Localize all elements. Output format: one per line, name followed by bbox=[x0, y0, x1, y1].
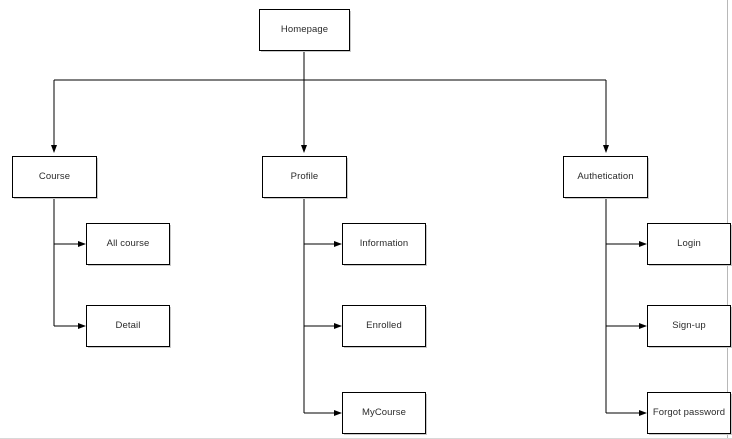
node-profile[interactable]: Profile bbox=[262, 156, 347, 198]
node-detail-label: Detail bbox=[115, 319, 141, 331]
node-sign-up-label: Sign-up bbox=[672, 319, 706, 331]
node-forgot-password-label: Forgot password bbox=[652, 406, 726, 418]
node-all-course-label: All course bbox=[106, 237, 150, 249]
node-mycourse-label: MyCourse bbox=[361, 406, 407, 418]
node-homepage[interactable]: Homepage bbox=[259, 9, 350, 51]
node-authetication[interactable]: Authetication bbox=[563, 156, 648, 198]
node-login-label: Login bbox=[677, 237, 701, 249]
node-mycourse[interactable]: MyCourse bbox=[342, 392, 426, 434]
node-profile-label: Profile bbox=[290, 170, 319, 182]
node-enrolled[interactable]: Enrolled bbox=[342, 305, 426, 347]
node-detail[interactable]: Detail bbox=[86, 305, 170, 347]
node-course[interactable]: Course bbox=[12, 156, 97, 198]
node-information[interactable]: Information bbox=[342, 223, 426, 265]
node-enrolled-label: Enrolled bbox=[366, 319, 402, 331]
node-course-label: Course bbox=[38, 170, 71, 182]
node-login[interactable]: Login bbox=[647, 223, 731, 265]
page-boundary-right bbox=[727, 0, 728, 439]
node-homepage-label: Homepage bbox=[280, 23, 329, 35]
node-forgot-password[interactable]: Forgot password bbox=[647, 392, 731, 434]
node-sign-up[interactable]: Sign-up bbox=[647, 305, 731, 347]
node-all-course[interactable]: All course bbox=[86, 223, 170, 265]
node-information-label: Information bbox=[359, 237, 409, 249]
node-authetication-label: Authetication bbox=[577, 170, 634, 182]
